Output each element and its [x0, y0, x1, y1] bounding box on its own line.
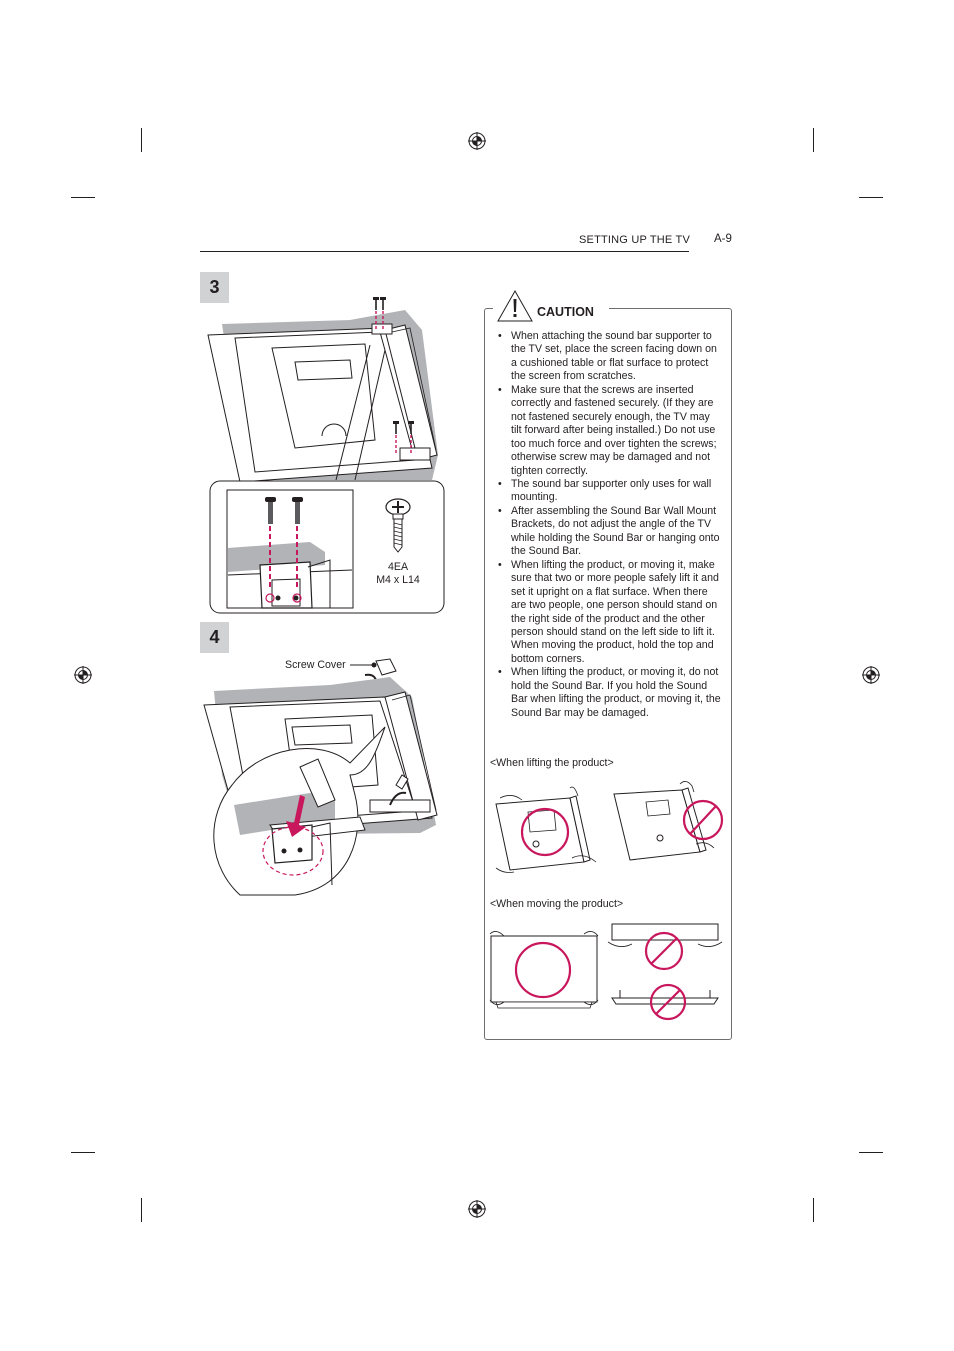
screw-icon: [385, 498, 411, 553]
step-4-illustration: [203, 658, 438, 896]
list-item: After assembling the Sound Bar Wall Moun…: [492, 505, 722, 559]
crop-mark-bottom-right-v: [813, 1198, 814, 1222]
list-item: When lifting the product, or moving it, …: [492, 559, 722, 667]
screw-cover-label: Screw Cover: [285, 659, 346, 671]
page-number: A-9: [714, 233, 732, 245]
screw-spec: M4 x L14: [376, 574, 420, 586]
warning-triangle-icon: [497, 289, 533, 322]
crop-mark-top-left-v: [141, 128, 142, 152]
list-item: Make sure that the screws are inserted c…: [492, 384, 722, 478]
step-4-badge: 4: [200, 622, 229, 653]
caution-title: CAUTION: [537, 305, 594, 319]
crop-mark-top-left-h: [71, 197, 95, 198]
registration-mark-icon: [862, 666, 880, 684]
registration-mark-icon: [468, 132, 486, 150]
crop-mark-top-right-h: [859, 197, 883, 198]
prohibited-icon: [649, 983, 687, 1021]
moving-caption: <When moving the product>: [490, 898, 624, 910]
list-item: When attaching the sound bar supporter t…: [492, 330, 722, 384]
lifting-correct-illustration: [495, 786, 597, 873]
screw-quantity: 4EA: [387, 561, 409, 573]
section-title: SETTING UP THE TV: [579, 234, 690, 246]
header-rule: [200, 251, 689, 252]
crop-mark-bottom-left-h: [71, 1152, 95, 1153]
caution-list: When attaching the sound bar supporter t…: [492, 330, 722, 720]
step-3-badge: 3: [200, 272, 229, 303]
lifting-prohibited-illustration: [613, 781, 724, 861]
crop-mark-top-right-v: [813, 128, 814, 152]
lifting-caption: <When lifting the product>: [490, 757, 614, 769]
moving-correct-illustration: [489, 931, 599, 1009]
moving-prohibited-illustration: [607, 923, 723, 1021]
prohibited-icon: [644, 931, 684, 971]
crop-mark-bottom-right-h: [859, 1152, 883, 1153]
crop-mark-bottom-left-v: [141, 1198, 142, 1222]
step-3-illustration: [207, 297, 445, 614]
step-number: 4: [209, 627, 220, 647]
step-number: 3: [209, 277, 220, 297]
registration-mark-icon: [468, 1200, 486, 1218]
prohibited-icon: [682, 799, 724, 841]
list-item: The sound bar supporter only uses for wa…: [492, 478, 722, 505]
registration-mark-icon: [74, 666, 92, 684]
list-item: When lifting the product, or moving it, …: [492, 666, 722, 720]
